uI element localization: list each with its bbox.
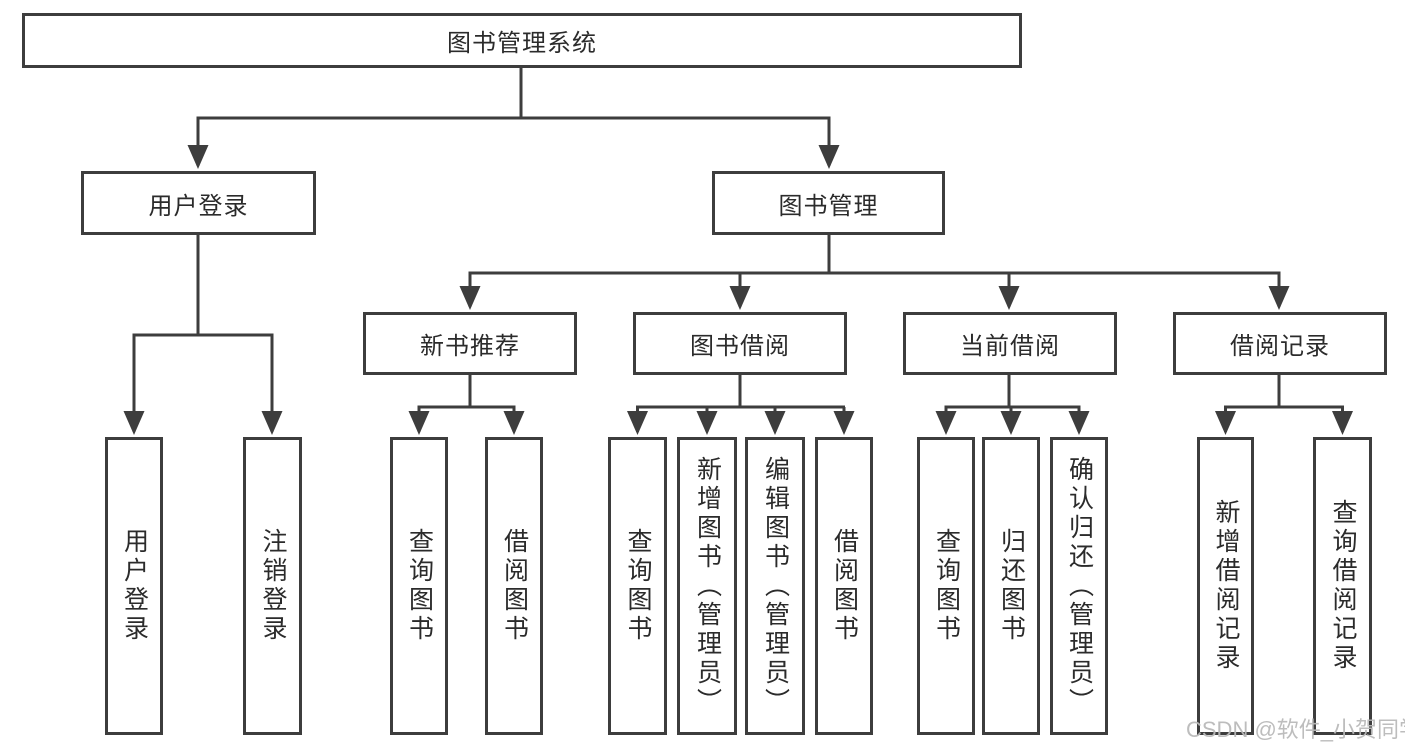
node-user-login: 用户登录 bbox=[81, 171, 316, 235]
leaf-logout: 注销登录 bbox=[243, 437, 302, 735]
leaf-borrow-book-1: 借阅图书 bbox=[485, 437, 543, 735]
node-label: 图书借阅 bbox=[690, 333, 790, 360]
leaf-return-book: 归还图书 bbox=[982, 437, 1040, 735]
leaf-label: 注销登录 bbox=[259, 528, 287, 644]
leaf-query-book-2: 查询图书 bbox=[608, 437, 667, 735]
leaf-query-book-3: 查询图书 bbox=[917, 437, 975, 735]
node-label: 图书管理系统 bbox=[447, 30, 597, 57]
watermark: CSDN @软件_小贺同学 bbox=[1186, 717, 1405, 742]
node-book-borrow: 图书借阅 bbox=[633, 312, 847, 375]
node-label: 当前借阅 bbox=[960, 333, 1060, 360]
leaf-label: 查询图书 bbox=[405, 528, 434, 644]
node-book-management: 图书管理 bbox=[712, 171, 945, 235]
node-label: 用户登录 bbox=[148, 192, 249, 220]
node-label: 新书推荐 bbox=[420, 333, 520, 360]
leaf-label: 查询借阅记录 bbox=[1329, 499, 1357, 673]
leaf-user-login: 用户登录 bbox=[105, 437, 163, 735]
node-label: 借阅记录 bbox=[1230, 333, 1330, 360]
leaf-label: 查询图书 bbox=[624, 528, 652, 644]
leaf-add-book-admin: 新增图书（管理员） bbox=[677, 437, 737, 735]
leaf-borrow-book-2: 借阅图书 bbox=[815, 437, 873, 735]
leaf-query-book-1: 查询图书 bbox=[390, 437, 448, 735]
leaf-label: 确认归还（管理员） bbox=[1065, 455, 1094, 717]
node-label: 图书管理 bbox=[778, 192, 879, 220]
node-root-library-system: 图书管理系统 bbox=[22, 13, 1022, 68]
leaf-label: 新增图书（管理员） bbox=[693, 455, 722, 717]
node-current-borrow: 当前借阅 bbox=[903, 312, 1117, 375]
leaf-confirm-return-admin: 确认归还（管理员） bbox=[1050, 437, 1108, 735]
leaf-label: 借阅图书 bbox=[500, 528, 529, 644]
leaf-label: 编辑图书（管理员） bbox=[761, 455, 790, 717]
leaf-query-borrow-record: 查询借阅记录 bbox=[1313, 437, 1372, 735]
leaf-label: 借阅图书 bbox=[830, 528, 859, 644]
leaf-label: 归还图书 bbox=[997, 528, 1026, 644]
node-borrow-record: 借阅记录 bbox=[1173, 312, 1387, 375]
leaf-label: 查询图书 bbox=[932, 528, 961, 644]
node-new-book-recommend: 新书推荐 bbox=[363, 312, 577, 375]
leaf-add-borrow-record: 新增借阅记录 bbox=[1197, 437, 1254, 735]
leaf-label: 新增借阅记录 bbox=[1212, 499, 1240, 673]
leaf-edit-book-admin: 编辑图书（管理员） bbox=[745, 437, 805, 735]
leaf-label: 用户登录 bbox=[120, 528, 149, 644]
